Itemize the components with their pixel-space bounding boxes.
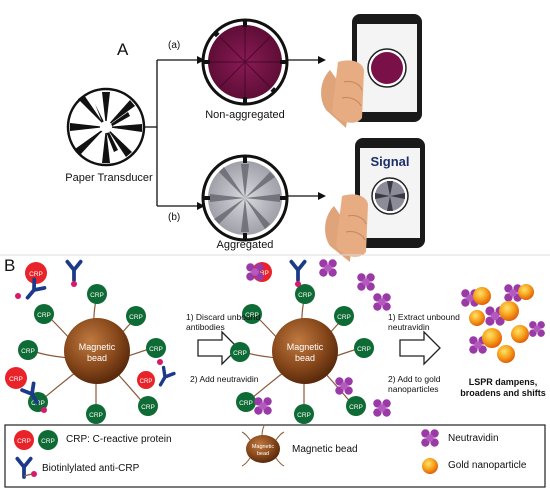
- process-arrow-2: [399, 330, 441, 366]
- svg-text:CRP: CRP: [17, 438, 31, 445]
- legend-gold-icon: [422, 458, 438, 474]
- magnetic-bead-1: [64, 318, 130, 384]
- svg-text:CRP: CRP: [349, 404, 363, 411]
- non-aggregated-disc: [201, 18, 289, 106]
- crp-red-antibody-4: CRP: [137, 359, 176, 390]
- svg-text:CRP: CRP: [298, 292, 312, 299]
- svg-text:CRP: CRP: [89, 412, 103, 419]
- path-a-label: (a): [168, 40, 181, 51]
- svg-text:CRP: CRP: [233, 350, 247, 357]
- path-b-label: (b): [168, 212, 181, 223]
- svg-text:CRP: CRP: [9, 376, 23, 383]
- panel-a: Signal: [66, 14, 425, 262]
- non-aggregated-caption: Non-aggregated: [205, 109, 285, 121]
- legend-crp-icons: CRP CRP: [14, 430, 58, 450]
- bead-label-2b: bead: [295, 353, 315, 363]
- crp-red-antibody-2: [65, 259, 83, 287]
- svg-text:bead: bead: [257, 451, 269, 457]
- phone-non-aggregated: [321, 14, 422, 128]
- step-discard-antibodies: 1) Discard unbound antibodies: [186, 312, 261, 332]
- step-add-neutravidin: 2) Add neutravidin: [190, 374, 259, 384]
- legend-antibody-icon: [17, 459, 37, 477]
- step-extract-neutravidin: 1) Extract unbound neutravidin: [388, 312, 460, 332]
- svg-text:CRP: CRP: [41, 438, 55, 445]
- svg-text:CRP: CRP: [37, 312, 51, 319]
- svg-text:CRP: CRP: [141, 404, 155, 411]
- svg-text:CRP: CRP: [245, 312, 259, 319]
- process-arrow-1: [197, 330, 239, 366]
- svg-text:CRP: CRP: [149, 346, 163, 353]
- bead-label-1b: bead: [87, 353, 107, 363]
- legend-antibody-text: Biotinlylated anti-CRP: [42, 463, 140, 474]
- svg-text:Magnetic: Magnetic: [252, 444, 275, 450]
- complex-before-wash: Magnetic bead CRP CRP CRP CRP CRP CRP CR…: [5, 259, 176, 424]
- legend-crp-text: CRP: C-reactive protein: [66, 434, 172, 445]
- svg-text:CRP: CRP: [21, 348, 35, 355]
- branch-arrows: [144, 56, 326, 210]
- crp-red-antibody-1: CRP: [15, 262, 47, 304]
- paper-transducer-icon: [66, 87, 146, 167]
- bead-label-1a: Magnetic: [79, 342, 116, 352]
- svg-text:CRP: CRP: [357, 346, 371, 353]
- svg-text:CRP: CRP: [90, 292, 104, 299]
- legend-bead-icon: Magnetic bead: [241, 425, 285, 467]
- svg-text:CRP: CRP: [129, 314, 143, 321]
- crp-green-group-2: CRP CRP CRP CRP CRP CRP CRP CRP: [230, 284, 374, 424]
- aggregated-caption: Aggregated: [216, 239, 274, 251]
- svg-text:CRP: CRP: [29, 271, 43, 278]
- panel-b-letter: B: [4, 256, 16, 275]
- panel-b: Magnetic bead CRP CRP CRP CRP CRP CRP CR…: [4, 259, 546, 488]
- bead-label-2a: Magnetic: [287, 342, 324, 352]
- panel-a-letter: A: [117, 40, 129, 59]
- crp-red-antibody-3: CRP: [5, 367, 47, 413]
- svg-text:CRP: CRP: [297, 412, 311, 419]
- transducer-caption: Paper Transducer: [65, 172, 153, 184]
- step-add-gold: 2) Add to gold nanoparticles: [388, 374, 441, 394]
- aggregated-disc: [201, 154, 289, 242]
- svg-text:CRP: CRP: [239, 400, 253, 407]
- svg-text:CRP: CRP: [140, 379, 153, 385]
- legend-gold-text: Gold nanoparticle: [448, 460, 527, 471]
- gold-neutravidin-cluster: [461, 284, 545, 363]
- phone-signal-text: Signal: [370, 154, 409, 169]
- complex-after-wash: Magnetic bead CRP CRP CRP CRP CRP CRP CR…: [230, 259, 391, 424]
- legend-neutravidin-text: Neutravidin: [448, 433, 499, 444]
- legend-bead-text: Magnetic bead: [292, 444, 358, 455]
- svg-text:CRP: CRP: [337, 314, 351, 321]
- result-lspr-text: LSPR dampens, broadens and shifts: [460, 377, 546, 398]
- antibody-6: [289, 259, 307, 287]
- magnetic-bead-2: [272, 318, 338, 384]
- phone-aggregated: Signal: [325, 138, 425, 262]
